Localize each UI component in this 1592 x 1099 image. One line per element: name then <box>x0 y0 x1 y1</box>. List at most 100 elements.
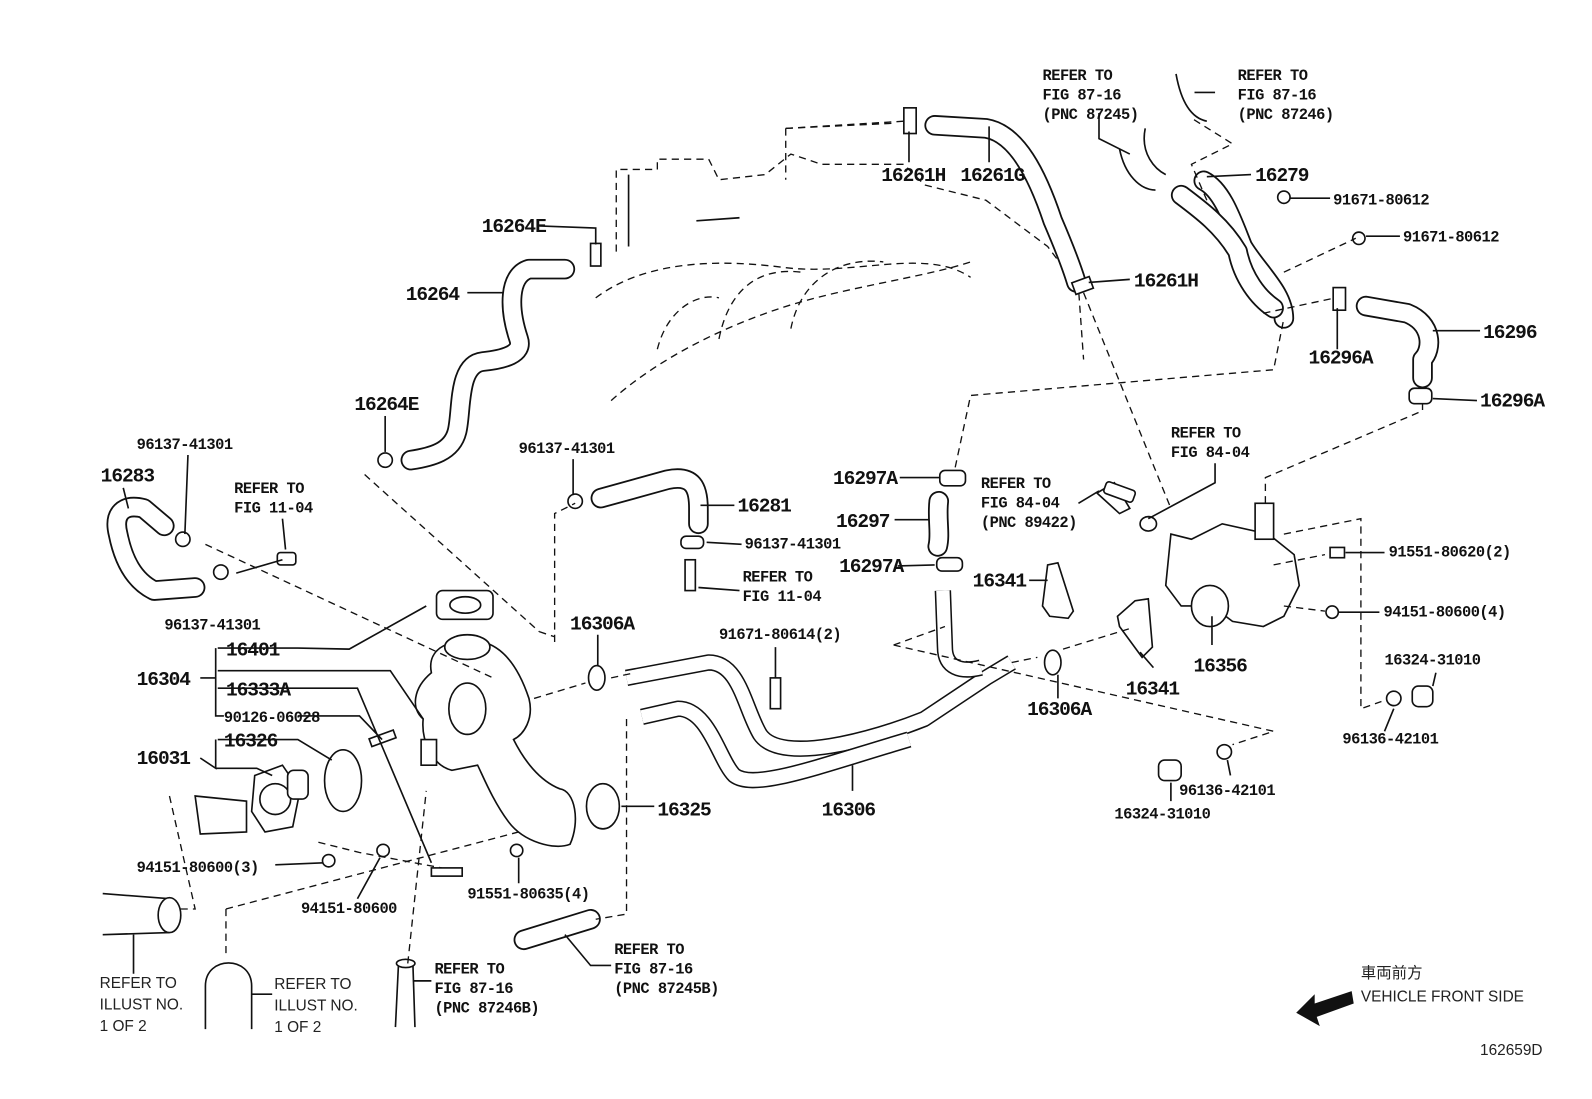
part-label-16401[interactable]: 16401 <box>226 639 281 661</box>
hose-refer-illust-2 <box>204 962 253 1030</box>
refer-text: REFER TO <box>234 480 304 498</box>
part-label-16264E-b[interactable]: 16264E <box>354 394 419 416</box>
part-label-96137-41301[interactable]: 96137-41301 <box>137 436 234 454</box>
part-label-16306A-b[interactable]: 16306A <box>1027 699 1093 721</box>
hose-16296 <box>1355 295 1440 389</box>
refer-87245: REFER TO FIG 87-16 (PNC 87245) <box>1043 67 1139 124</box>
part-label-91671-80612-b[interactable]: 91671-80612 <box>1403 228 1500 246</box>
refer-text: REFER TO <box>981 475 1051 493</box>
part-label-90126-06028[interactable]: 90126-06028 <box>224 709 321 727</box>
hose-refer-87246B <box>394 958 416 1028</box>
part-label-16325[interactable]: 16325 <box>657 800 712 822</box>
part-label-16297[interactable]: 16297 <box>836 511 891 533</box>
hose-16261G <box>924 115 1087 293</box>
alignment-lines <box>168 117 1424 964</box>
part-label-96137-41301-c[interactable]: 96137-41301 <box>745 535 842 553</box>
refer-text: REFER TO <box>1171 425 1241 443</box>
part-label-16306[interactable]: 16306 <box>822 800 877 822</box>
refer-text: REFER TO <box>614 941 684 959</box>
refer-pnc: (PNC 87245) <box>1043 106 1139 124</box>
part-label-16324-31010-b[interactable]: 16324-31010 <box>1114 806 1211 824</box>
refer-text: REFER TO <box>100 975 177 992</box>
part-label-16333A[interactable]: 16333A <box>226 679 292 701</box>
intake-manifold-outline <box>595 122 1085 402</box>
part-label-94151-80600-4[interactable]: 94151-80600(4) <box>1383 603 1506 621</box>
refer-fig-11-04-b: REFER TO FIG 11-04 <box>743 568 822 606</box>
part-label-16264E[interactable]: 16264E <box>482 216 547 238</box>
refer-illust-1: REFER TO ILLUST NO. 1 OF 2 <box>100 975 184 1035</box>
part-label-16283[interactable]: 16283 <box>101 466 156 488</box>
part-label-16279[interactable]: 16279 <box>1255 165 1310 187</box>
hose-16297 <box>927 490 950 557</box>
refer-text: REFER TO <box>743 568 813 586</box>
part-label-96136-42101-b[interactable]: 96136-42101 <box>1179 782 1276 800</box>
thermostat-16031 <box>194 764 309 835</box>
refer-fig-11-04-a: REFER TO FIG 11-04 <box>234 480 313 518</box>
refer-pnc: (PNC 89422) <box>981 514 1077 532</box>
part-label-96137-41301-d[interactable]: 96137-41301 <box>164 617 261 635</box>
part-label-16296A[interactable]: 16296A <box>1309 348 1375 370</box>
part-label-96137-41301-b[interactable]: 96137-41301 <box>519 440 616 458</box>
part-label-16304[interactable]: 16304 <box>137 669 193 691</box>
refer-illust: ILLUST NO. <box>274 998 358 1015</box>
part-label-16261H-b[interactable]: 16261H <box>1134 271 1199 293</box>
refer-page: 1 OF 2 <box>274 1019 321 1036</box>
part-label-96136-42101[interactable]: 96136-42101 <box>1342 731 1439 749</box>
part-label-16297A-b[interactable]: 16297A <box>839 556 905 578</box>
hose-16283 <box>106 496 206 601</box>
part-label-16296A-b[interactable]: 16296A <box>1480 391 1546 413</box>
refer-fig: FIG 87-16 <box>1238 87 1317 105</box>
part-label-16341[interactable]: 16341 <box>973 570 1028 592</box>
part-label-91551-80620[interactable]: 91551-80620(2) <box>1389 544 1512 562</box>
refer-fig: FIG 84-04 <box>1171 444 1250 462</box>
part-label-16306A[interactable]: 16306A <box>570 614 636 636</box>
part-label-91671-80612[interactable]: 91671-80612 <box>1333 191 1430 209</box>
part-label-94151-80600-3[interactable]: 94151-80600(3) <box>137 859 260 877</box>
part-label-16324-31010[interactable]: 16324-31010 <box>1385 652 1482 670</box>
refer-pnc: (PNC 87245B) <box>614 980 719 998</box>
hose-16281 <box>590 468 709 535</box>
vehicle-front-arrow-icon <box>1296 991 1354 1027</box>
refer-illust-2: REFER TO ILLUST NO. 1 OF 2 <box>274 976 358 1036</box>
part-label-16261H[interactable]: 16261H <box>881 165 946 187</box>
clamps-and-bolts <box>174 107 1434 877</box>
hose-refer-illust-1 <box>102 892 182 936</box>
refer-87245B: REFER TO FIG 87-16 (PNC 87245B) <box>614 941 719 998</box>
water-pipe-16306 <box>625 590 1016 789</box>
part-label-16264[interactable]: 16264 <box>406 284 462 306</box>
part-label-16031[interactable]: 16031 <box>137 748 192 770</box>
vehicle-front-label: VEHICLE FRONT SIDE <box>1361 988 1524 1005</box>
gaskets <box>323 561 1154 830</box>
part-label-16297A[interactable]: 16297A <box>833 468 899 490</box>
refer-fig-84-04-a: REFER TO FIG 84-04 <box>1171 425 1250 463</box>
part-label-91551-80635[interactable]: 91551-80635(4) <box>467 886 590 904</box>
refer-page: 1 OF 2 <box>100 1018 147 1035</box>
part-label-16326[interactable]: 16326 <box>224 731 279 753</box>
part-label-16261G[interactable]: 16261G <box>960 165 1025 187</box>
refer-89422: REFER TO FIG 84-04 (PNC 89422) <box>981 475 1077 532</box>
part-label-94151-80600[interactable]: 94151-80600 <box>301 900 398 918</box>
water-outlet-housing <box>414 589 577 848</box>
refer-text: REFER TO <box>434 961 504 979</box>
refer-pnc: (PNC 87246) <box>1238 106 1334 124</box>
refer-fig: FIG 84-04 <box>981 494 1060 512</box>
refer-fig: FIG 87-16 <box>614 961 693 979</box>
hose-16264 <box>400 258 576 471</box>
refer-87246B: REFER TO FIG 87-16 (PNC 87246B) <box>434 961 539 1018</box>
leader-lines <box>122 91 1481 996</box>
water-inlet-16356 <box>1095 481 1301 628</box>
pipe-16279 <box>1118 73 1295 329</box>
part-label-16356[interactable]: 16356 <box>1193 656 1248 678</box>
part-label-16341-b[interactable]: 16341 <box>1126 678 1181 700</box>
diagram-id: 162659D <box>1480 1042 1542 1059</box>
refer-illust: ILLUST NO. <box>100 997 184 1014</box>
part-label-91671-80614[interactable]: 91671-80614(2) <box>719 626 842 644</box>
refer-text: REFER TO <box>1043 67 1113 85</box>
hose-refer-87245B <box>513 908 601 951</box>
vehicle-front-jp: 車両前方 <box>1361 964 1423 982</box>
part-label-16281[interactable]: 16281 <box>737 495 792 517</box>
refer-fig: FIG 87-16 <box>434 980 513 998</box>
part-label-16296[interactable]: 16296 <box>1483 322 1538 344</box>
